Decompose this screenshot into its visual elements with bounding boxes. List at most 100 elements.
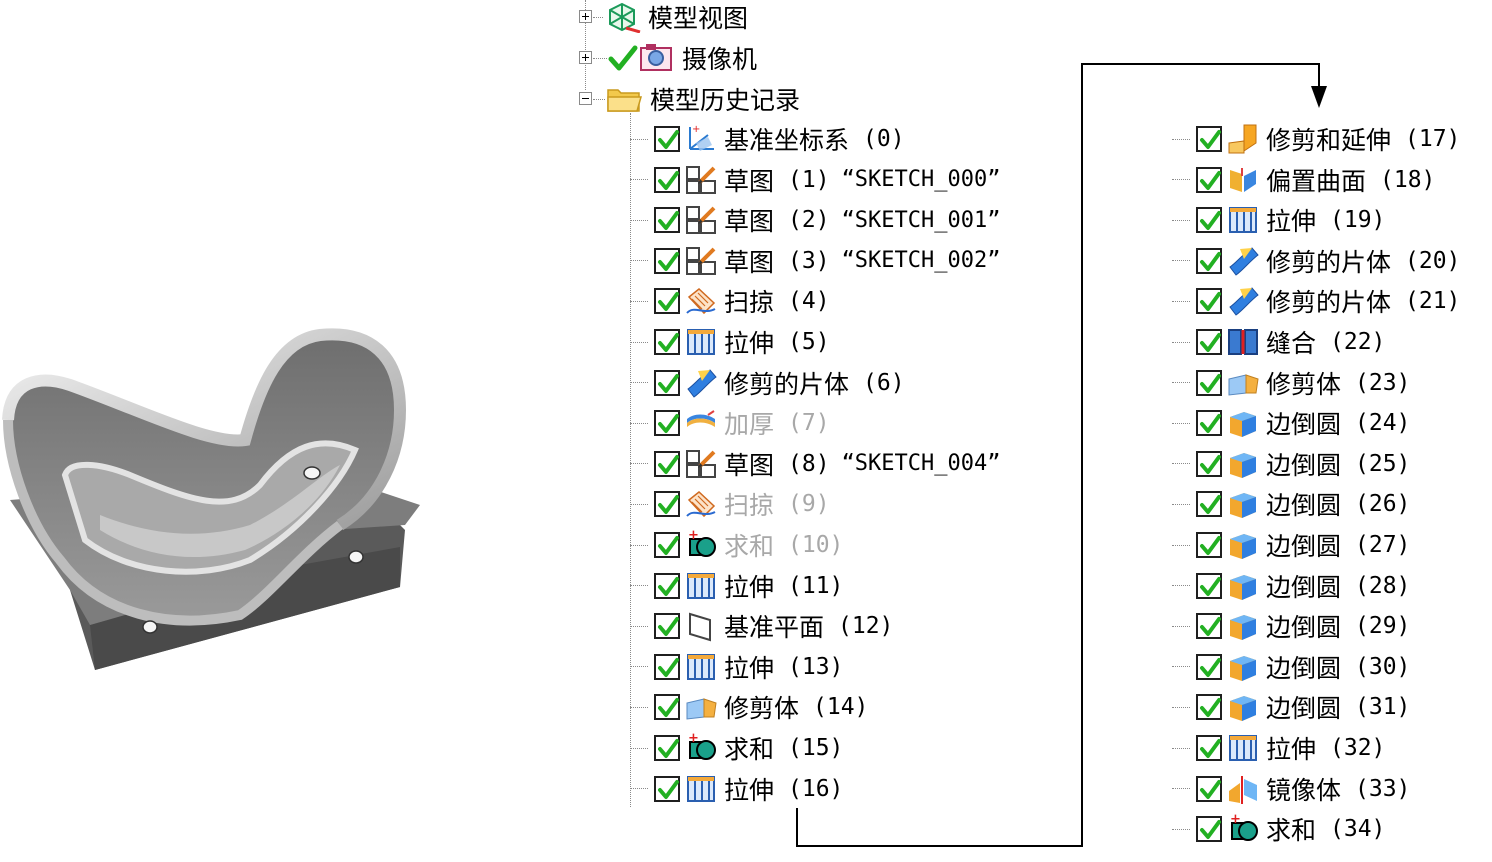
edge-blend-icon (1226, 691, 1266, 723)
feature-checkbox[interactable] (654, 491, 680, 518)
feature-row[interactable]: 边倒圆(31) (1172, 690, 1410, 724)
feature-row[interactable]: 拉伸(13) (630, 650, 843, 684)
feature-row[interactable]: 草图(8)“SKETCH_004” (630, 447, 1001, 481)
feature-checkbox[interactable] (1196, 450, 1222, 477)
feature-checkbox[interactable] (1196, 775, 1222, 802)
feature-row[interactable]: 加厚(7) (630, 406, 830, 440)
feature-row[interactable]: +基准坐标系(0) (630, 122, 905, 156)
feature-row[interactable]: 修剪体(14) (630, 690, 868, 724)
feature-checkbox[interactable] (654, 410, 680, 437)
feature-checkbox[interactable] (654, 207, 680, 234)
folder-icon (607, 89, 642, 112)
feature-row[interactable]: 草图(1)“SKETCH_000” (630, 163, 1001, 197)
feature-checkbox[interactable] (1196, 653, 1222, 680)
feature-checkbox[interactable] (654, 532, 680, 558)
feature-checkbox[interactable] (1196, 491, 1222, 518)
feature-row[interactable]: 拉伸(32) (1172, 731, 1385, 765)
feature-row[interactable]: 修剪体(23) (1172, 366, 1410, 400)
feature-checkbox[interactable] (1196, 613, 1222, 640)
edge-blend-icon (1226, 529, 1266, 561)
feature-row[interactable]: 拉伸(19) (1172, 203, 1385, 237)
feature-row[interactable]: 修剪的片体(6) (630, 366, 905, 400)
feature-row[interactable]: 缝合(22) (1172, 325, 1385, 359)
feature-row[interactable]: +求和(15) (630, 731, 843, 765)
feature-checkbox[interactable] (1196, 166, 1222, 193)
feature-number: (30) (1355, 653, 1411, 680)
feature-checkbox[interactable] (1196, 532, 1222, 558)
tree-branch (1172, 706, 1190, 708)
feature-checkbox[interactable] (1196, 207, 1222, 234)
feature-name: 修剪体 (724, 694, 800, 724)
expand-toggle-camera[interactable] (579, 51, 592, 64)
feature-number: (15) (788, 735, 844, 761)
feature-row[interactable]: 基准平面(12) (630, 609, 893, 643)
feature-row[interactable]: 修剪和延伸(17) (1172, 122, 1460, 156)
checkmark-icon (608, 45, 638, 71)
feature-row[interactable]: 边倒圆(27) (1172, 528, 1410, 562)
feature-row[interactable]: 边倒圆(28) (1172, 569, 1410, 603)
feature-row[interactable]: 拉伸(11) (630, 569, 843, 603)
feature-number: (11) (788, 572, 844, 599)
feature-checkbox[interactable] (654, 775, 680, 802)
feature-checkbox[interactable] (654, 653, 680, 680)
feature-checkbox[interactable] (654, 126, 680, 152)
feature-checkbox[interactable] (1196, 369, 1222, 396)
feature-row[interactable]: 修剪的片体(21) (1172, 284, 1460, 318)
feature-checkbox[interactable] (654, 329, 680, 355)
feature-number: (10) (788, 532, 844, 558)
feature-row[interactable]: 修剪的片体(20) (1172, 244, 1460, 278)
collapse-toggle-history[interactable] (579, 92, 592, 105)
feature-checkbox[interactable] (654, 450, 680, 477)
feature-checkbox[interactable] (654, 572, 680, 599)
feature-checkbox[interactable] (1196, 735, 1222, 761)
tree-branch (1172, 747, 1190, 749)
edge-blend-icon (1226, 488, 1266, 520)
feature-checkbox[interactable] (654, 613, 680, 640)
feature-checkbox[interactable] (654, 735, 680, 761)
feature-checkbox[interactable] (654, 288, 680, 315)
feature-checkbox[interactable] (1196, 410, 1222, 437)
tree-node-history[interactable]: 模型历史记录 (606, 84, 800, 115)
model-view-icon (609, 2, 641, 33)
feature-name: 拉伸 (724, 775, 775, 805)
model-view-label: 模型视图 (648, 4, 749, 33)
feature-row[interactable]: 扫掠(9) (630, 487, 830, 521)
feature-row[interactable]: 草图(2)“SKETCH_001” (630, 203, 1001, 237)
tree-branch (1172, 341, 1190, 343)
feature-checkbox[interactable] (654, 247, 680, 274)
feature-row[interactable]: 拉伸(16) (630, 772, 843, 806)
extrude-icon (1226, 204, 1266, 236)
expand-toggle-model-view[interactable] (579, 10, 592, 23)
tree-node-camera[interactable]: 摄像机 (608, 43, 758, 74)
feature-row[interactable]: 边倒圆(25) (1172, 447, 1410, 481)
feature-row[interactable]: 偏置曲面(18) (1172, 163, 1435, 197)
feature-checkbox[interactable] (1196, 126, 1222, 152)
feature-row[interactable]: 边倒圆(26) (1172, 487, 1410, 521)
feature-checkbox[interactable] (654, 694, 680, 721)
unite-icon: + (1226, 813, 1266, 845)
feature-row[interactable]: 草图(3)“SKETCH_002” (630, 244, 1001, 278)
feature-row[interactable]: 边倒圆(24) (1172, 406, 1410, 440)
feature-checkbox[interactable] (1196, 694, 1222, 721)
feature-checkbox[interactable] (1196, 816, 1222, 843)
feature-row[interactable]: 镜像体(33) (1172, 772, 1410, 806)
feature-checkbox[interactable] (1196, 329, 1222, 355)
feature-row[interactable]: +求和(10) (630, 528, 843, 562)
tree-node-model-view[interactable]: 模型视图 (606, 2, 749, 33)
feature-checkbox[interactable] (1196, 288, 1222, 315)
sweep-icon (684, 488, 724, 520)
feature-checkbox[interactable] (654, 166, 680, 193)
feature-row[interactable]: 边倒圆(29) (1172, 609, 1410, 643)
camera-label: 摄像机 (682, 45, 758, 74)
feature-row[interactable]: 边倒圆(30) (1172, 650, 1410, 684)
tree-branch (1172, 260, 1190, 262)
feature-checkbox[interactable] (1196, 572, 1222, 599)
feature-name: 边倒圆 (1266, 491, 1342, 521)
feature-checkbox[interactable] (654, 369, 680, 396)
feature-row[interactable]: 拉伸(5) (630, 325, 830, 359)
feature-number: (7) (788, 410, 830, 437)
feature-checkbox[interactable] (1196, 247, 1222, 274)
feature-row[interactable]: +求和(34) (1172, 812, 1385, 846)
feature-row[interactable]: 扫掠(4) (630, 284, 830, 318)
tree-branch (630, 544, 648, 546)
